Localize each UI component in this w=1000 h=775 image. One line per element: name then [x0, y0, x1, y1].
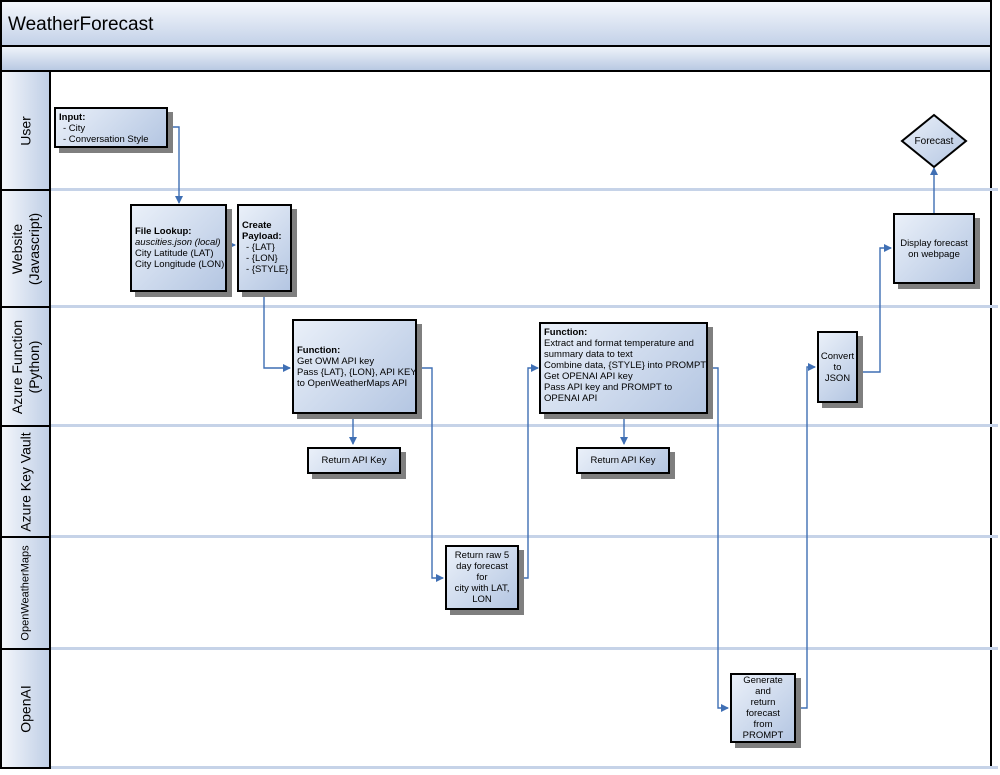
- lane-header-azure-function: Azure Function(Python): [2, 308, 51, 425]
- diagram-title: WeatherForecast: [8, 14, 154, 35]
- convert-json-box: Convert to JSON: [817, 331, 858, 403]
- lane-header-user: User: [2, 72, 51, 189]
- lane-label-key-vault: Azure Key Vault: [17, 431, 33, 532]
- lane-label-openai: OpenAI: [17, 684, 33, 733]
- lane-header-website: Website(Javascript): [2, 191, 51, 306]
- phase-bar: [0, 47, 992, 72]
- return-api-key-box-1: Return API Key: [307, 447, 401, 474]
- function-owm-box: Function: Get OWM API key Pass {LAT}, {L…: [292, 319, 417, 414]
- lane-label-user: User: [17, 115, 33, 146]
- lane-label-azure-function: Azure Function(Python): [8, 319, 42, 414]
- forecast-label: Forecast: [914, 135, 954, 147]
- return-forecast-box: Return raw 5 day forecast for city with …: [445, 545, 519, 610]
- input-box: Input: - City - Conversation Style: [54, 107, 168, 148]
- diagram-title-bar: WeatherForecast: [0, 0, 992, 47]
- lane-label-website: Website(Javascript): [8, 212, 42, 285]
- lane-header-openweathermaps: OpenWeatherMaps: [2, 538, 51, 648]
- function-openai-box: Function: Extract and format temperature…: [539, 322, 708, 414]
- lane-openai: OpenAI: [0, 650, 998, 769]
- lane-key-vault: Azure Key Vault: [0, 427, 998, 538]
- return-api-key-box-2: Return API Key: [576, 447, 670, 474]
- lane-label-openweathermaps: OpenWeatherMaps: [19, 545, 31, 641]
- file-lookup-box: File Lookup: auscities.json (local) City…: [130, 204, 227, 292]
- lane-header-key-vault: Azure Key Vault: [2, 427, 51, 536]
- forecast-diamond: Forecast: [900, 113, 968, 169]
- display-forecast-box: Display forecast on webpage: [893, 213, 975, 284]
- diamond-shape: [900, 113, 968, 169]
- generate-forecast-box: Generate and return forecast from PROMPT: [730, 673, 796, 743]
- lane-header-openai: OpenAI: [2, 650, 51, 767]
- create-payload-box: Create Payload: - {LAT} - {LON} - {STYLE…: [237, 204, 292, 292]
